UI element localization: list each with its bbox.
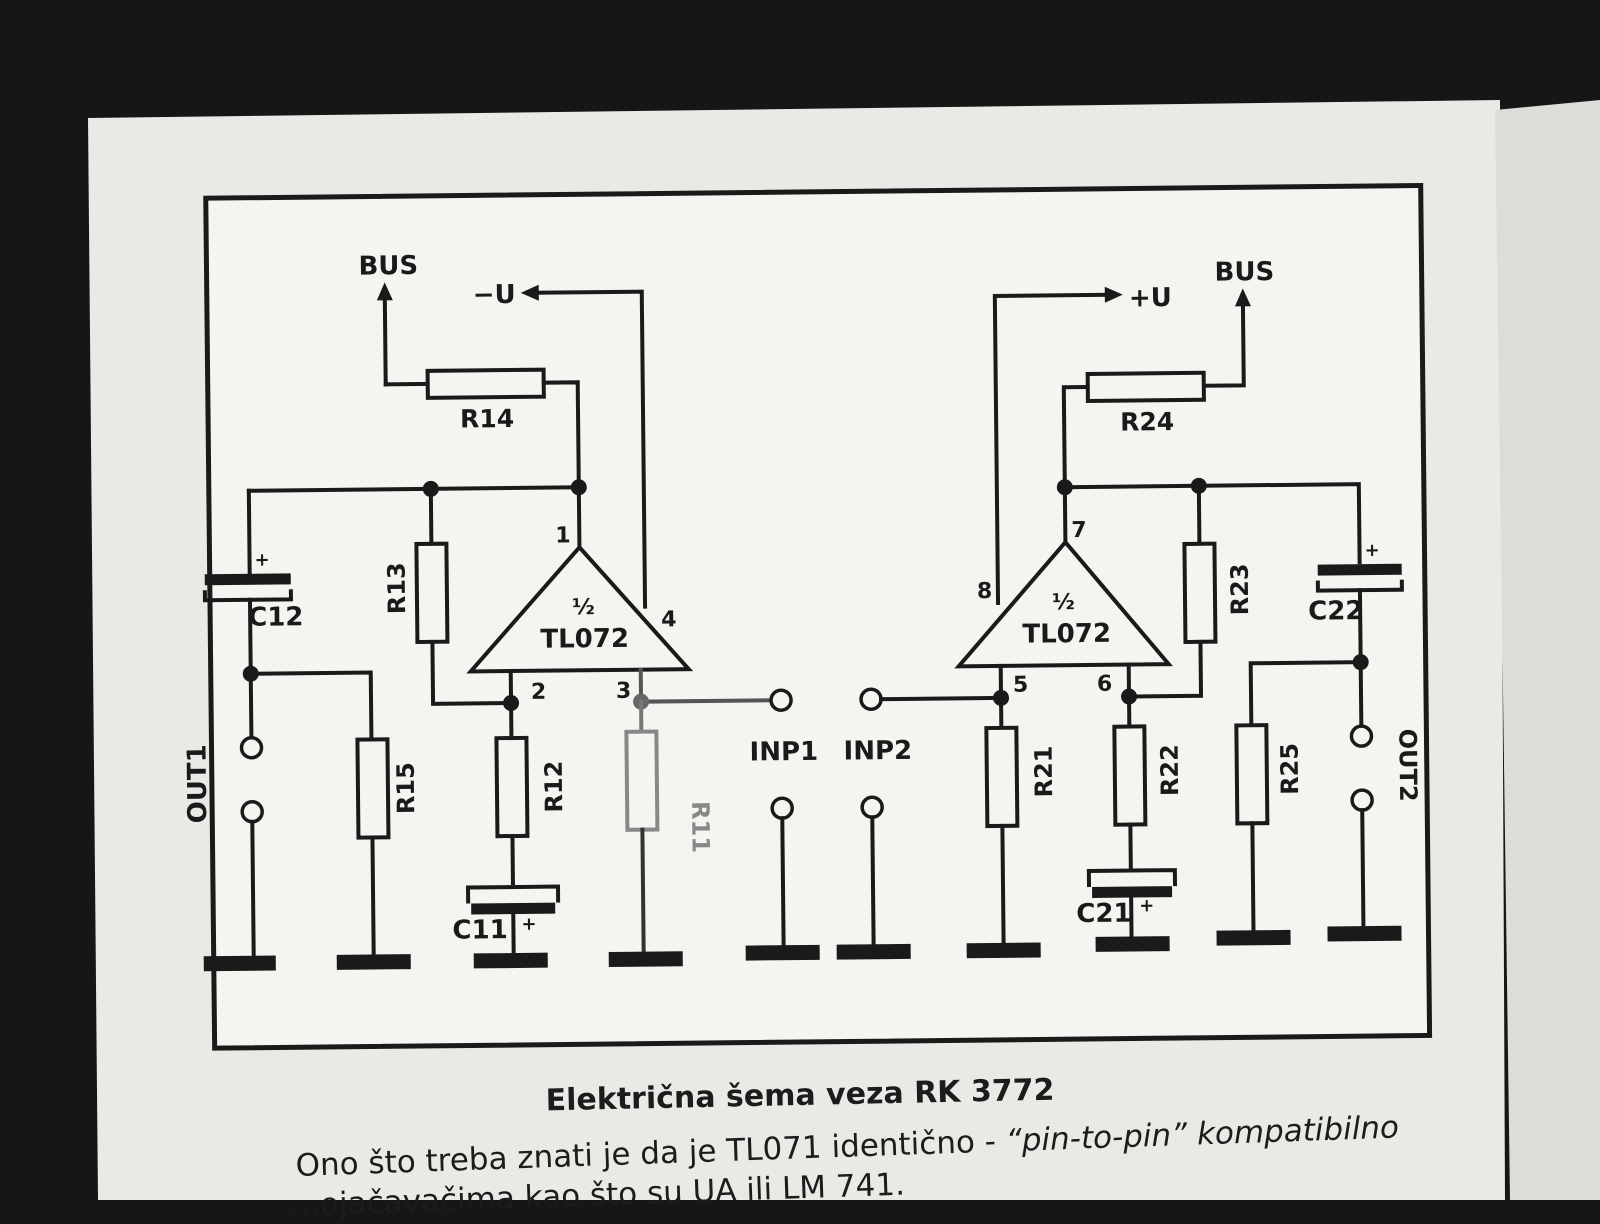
- opamp-left-output-wire: [579, 487, 580, 547]
- label-r11: R11: [686, 801, 715, 853]
- label-r25: R25: [1276, 743, 1305, 795]
- label-out2: OUT2: [1393, 729, 1422, 802]
- label-r22: R22: [1156, 744, 1185, 796]
- opamp-left-part: TL072: [540, 624, 629, 655]
- ground-c11: [474, 953, 548, 969]
- resistor-r23: [1184, 544, 1215, 642]
- r25-lead-bottom: [1252, 823, 1253, 930]
- label-inp1: INP1: [749, 737, 818, 768]
- label-c21: C21: [1076, 899, 1132, 930]
- resistor-r22: [1114, 726, 1145, 824]
- label-r15: R15: [392, 762, 421, 814]
- label-inp2: INP2: [843, 736, 912, 767]
- inp2-terminal-signal[interactable]: [861, 689, 881, 709]
- r13-lead-top: [431, 489, 432, 544]
- ground-c21: [1096, 936, 1170, 952]
- ground-out1: [204, 956, 276, 972]
- c12-polarity: +: [254, 550, 269, 571]
- opamp-right-output-wire: [1065, 487, 1066, 542]
- ground-inp1: [746, 945, 820, 961]
- pin5-wire: [1001, 666, 1002, 728]
- label-r21: R21: [1030, 745, 1059, 797]
- out2-ground-lead: [1362, 810, 1363, 926]
- c22-polarity: +: [1364, 540, 1379, 561]
- next-page-edge: [1495, 100, 1600, 1200]
- label-c22: C22: [1308, 596, 1364, 627]
- capacitor-c22-plate: [1318, 564, 1402, 576]
- opamp-right-fraction: ½: [1052, 590, 1075, 615]
- resistor-r21: [986, 728, 1017, 826]
- out1-terminal-bottom[interactable]: [242, 802, 262, 822]
- pin-3-label: 3: [616, 679, 632, 704]
- c11-polarity: +: [521, 914, 536, 935]
- inp1-ground-lead: [782, 818, 783, 945]
- label-r12: R12: [540, 761, 569, 813]
- resistor-r13: [416, 544, 447, 642]
- pin-1-label: 1: [555, 523, 571, 548]
- r11-lead-bottom: [642, 830, 643, 952]
- ground-r15: [337, 954, 411, 970]
- pin-5-label: 5: [1013, 673, 1029, 698]
- body-text-quote: “pin-to-pin”: [1005, 1117, 1188, 1159]
- inp1-terminal-ground[interactable]: [772, 798, 792, 818]
- resistor-r14: [428, 370, 544, 398]
- bus-label-right: BUS: [1214, 257, 1274, 288]
- label-r14: R14: [460, 404, 514, 434]
- resistor-r15: [357, 739, 388, 837]
- c21-polarity: +: [1139, 895, 1154, 916]
- ground-r11: [609, 951, 683, 967]
- c12-lead-top: [249, 491, 250, 576]
- ground-inp2: [837, 944, 911, 960]
- diagram-frame: [206, 185, 1430, 1048]
- inp2-terminal-ground[interactable]: [862, 797, 882, 817]
- supply-label-neg: −U: [473, 280, 516, 310]
- ground-r21: [967, 942, 1041, 958]
- label-r23: R23: [1226, 563, 1255, 615]
- label-r24: R24: [1120, 407, 1174, 437]
- pin-2-label: 2: [531, 680, 547, 705]
- opamp-left-fraction: ½: [572, 595, 595, 620]
- body-text-line-1-end: kompatibilno: [1186, 1109, 1399, 1152]
- r23-lead-top: [1199, 486, 1200, 544]
- resistor-r24: [1088, 373, 1204, 401]
- label-out1: OUT1: [182, 744, 213, 823]
- r21-lead-bottom: [1002, 826, 1003, 943]
- label-c11: C11: [452, 915, 508, 946]
- inp2-signal-wire: [881, 698, 1001, 699]
- resistor-r11: [626, 732, 657, 830]
- pin-7-label: 7: [1071, 518, 1087, 543]
- ground-out2: [1327, 926, 1401, 942]
- supply-label-pos: +U: [1129, 283, 1172, 313]
- inp2-ground-lead: [872, 817, 873, 944]
- pin-6-label: 6: [1097, 672, 1113, 697]
- label-c12: C12: [248, 602, 304, 633]
- resistor-r25: [1236, 725, 1267, 823]
- pin-4-label: 4: [661, 607, 677, 632]
- schematic-diagram: BUS R14 −U + C12 R: [177, 185, 1430, 1048]
- opamp-right-part: TL072: [1022, 619, 1111, 650]
- out1-ground-lead: [252, 822, 253, 956]
- bus-label-left: BUS: [358, 251, 418, 282]
- out2-terminal-bottom[interactable]: [1352, 790, 1372, 810]
- inp1-terminal-signal[interactable]: [771, 690, 791, 710]
- out1-terminal-top[interactable]: [241, 738, 261, 758]
- out2-terminal-top[interactable]: [1351, 726, 1371, 746]
- resistor-r12: [496, 738, 527, 836]
- ground-r25: [1216, 930, 1290, 946]
- pin-8-label: 8: [977, 579, 993, 604]
- label-r13: R13: [383, 562, 412, 614]
- capacitor-c12-plate: [205, 573, 291, 585]
- r15-lead-bottom: [372, 837, 373, 954]
- bus-wire-left: [385, 294, 386, 384]
